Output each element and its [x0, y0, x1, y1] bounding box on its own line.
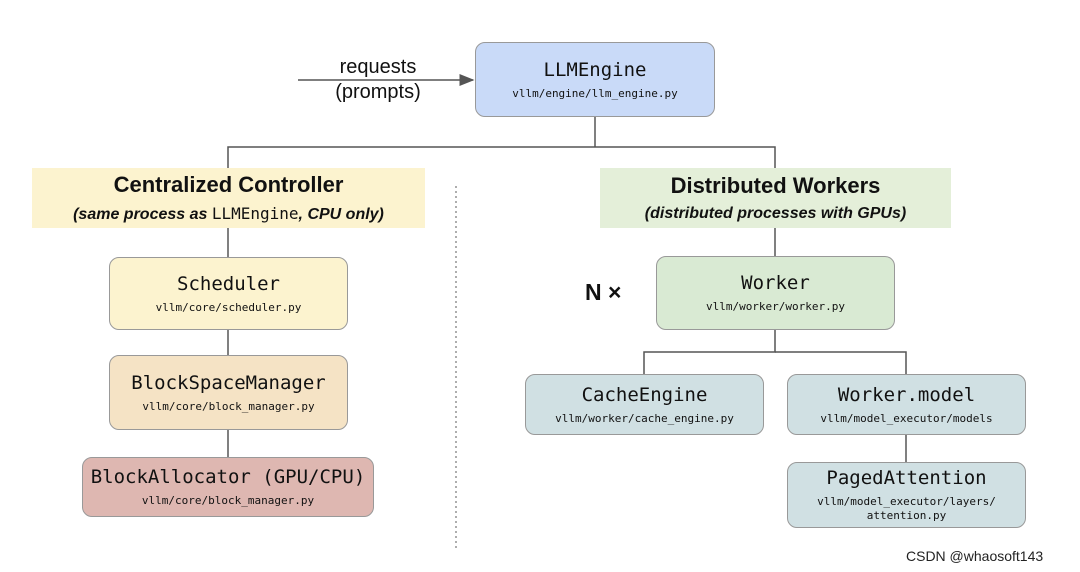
worker-box: Worker vllm/worker/worker.py	[656, 256, 895, 330]
worker-model-box: Worker.model vllm/model_executor/models	[787, 374, 1026, 435]
cache-engine-path: vllm/worker/cache_engine.py	[555, 411, 734, 425]
paged-attention-title: PagedAttention	[826, 467, 987, 490]
paged-attention-box: PagedAttention vllm/model_executor/layer…	[787, 462, 1026, 528]
block-allocator-title: BlockAllocator (GPU/CPU)	[90, 466, 366, 489]
worker-branch-line-right	[775, 351, 907, 374]
watermark: CSDN @whaosoft143	[906, 548, 1044, 564]
requests-line1: requests	[339, 56, 417, 78]
block-allocator-box: BlockAllocator (GPU/CPU) vllm/core/block…	[82, 457, 374, 517]
llm-engine-path: vllm/engine/llm_engine.py	[512, 86, 678, 100]
controller-sub-code: LLMEngine	[211, 204, 299, 223]
distributed-workers-band: Distributed Workers (distributed process…	[600, 168, 951, 228]
workers-heading: Distributed Workers	[670, 173, 881, 198]
scheduler-title: Scheduler	[177, 272, 280, 295]
scheduler-path: vllm/core/scheduler.py	[155, 300, 302, 314]
paged-attention-path: vllm/model_executor/layers/ attention.py	[817, 495, 996, 523]
cache-engine-title: CacheEngine	[581, 383, 708, 406]
worker-title: Worker	[741, 272, 810, 295]
paged-attention-path-line2: attention.py	[866, 508, 947, 522]
block-space-manager-title: BlockSpaceManager	[131, 371, 326, 394]
controller-sub-suffix: , CPU only)	[298, 206, 384, 223]
requests-label: requests (prompts)	[318, 55, 438, 105]
scheduler-box: Scheduler vllm/core/scheduler.py	[109, 257, 348, 330]
centralized-controller-band: Centralized Controller (same process as …	[32, 168, 425, 228]
block-space-manager-box: BlockSpaceManager vllm/core/block_manage…	[109, 355, 348, 430]
branch-horizontal-line	[227, 146, 776, 168]
controller-heading: Centralized Controller	[113, 172, 344, 197]
llm-engine-box: LLMEngine vllm/engine/llm_engine.py	[475, 42, 715, 117]
worker-path: vllm/worker/worker.py	[705, 300, 846, 314]
workers-subheading: (distributed processes with GPUs)	[644, 205, 907, 222]
paged-attention-path-line1: vllm/model_executor/layers/	[817, 495, 996, 509]
worker-branch-line	[643, 330, 776, 374]
worker-multiplier: N ×	[585, 279, 622, 305]
cache-engine-box: CacheEngine vllm/worker/cache_engine.py	[525, 374, 764, 435]
llm-engine-title: LLMEngine	[543, 58, 647, 81]
controller-subheading: (same process as LLMEngine, CPU only)	[73, 204, 384, 224]
block-allocator-path: vllm/core/block_manager.py	[141, 494, 315, 508]
block-space-manager-path: vllm/core/block_manager.py	[142, 399, 315, 413]
worker-model-path: vllm/model_executor/models	[820, 411, 993, 425]
worker-model-title: Worker.model	[837, 383, 976, 406]
controller-sub-prefix: (same process as	[73, 206, 212, 223]
requests-line2: (prompts)	[335, 81, 421, 103]
